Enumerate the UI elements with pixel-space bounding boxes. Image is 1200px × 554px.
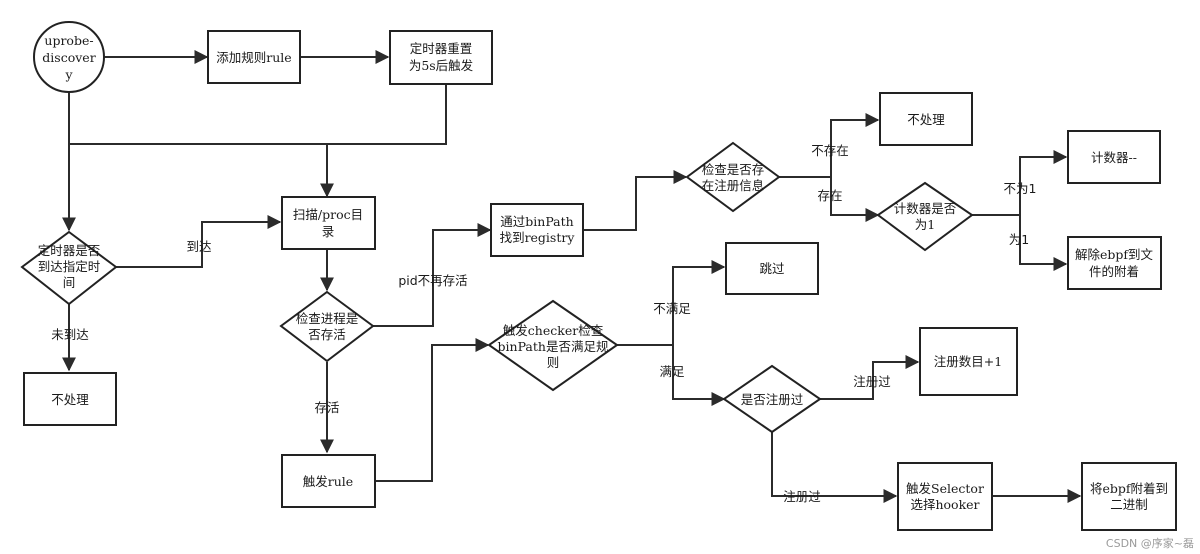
timer-check-line2: 到达指定时 bbox=[38, 259, 101, 274]
registered-q-label: 是否注册过 bbox=[741, 392, 804, 407]
label-not-one: 不为1 bbox=[1004, 181, 1037, 196]
add-rule-label: 添加规则rule bbox=[216, 50, 291, 65]
timer-check-node: 定时器是否 到达指定时 间 bbox=[20, 230, 118, 306]
counter-dec-label: 计数器-- bbox=[1091, 150, 1137, 165]
no-process-left-label: 不处理 bbox=[51, 392, 89, 407]
watermark: CSDN @序家~磊 bbox=[1106, 536, 1194, 550]
detach-line2: 件的附着 bbox=[1089, 264, 1139, 279]
check-process-line2: 否存活 bbox=[308, 327, 346, 342]
label-not-exist: 不存在 bbox=[811, 143, 849, 158]
label-not-satisfied: 不满足 bbox=[653, 301, 691, 316]
counter-check-line2: 为1 bbox=[915, 217, 935, 232]
checker-line3: 则 bbox=[547, 355, 560, 370]
find-registry-node: 通过binPath 找到registry bbox=[490, 203, 584, 257]
check-registered-line2: 在注册信息 bbox=[702, 178, 765, 193]
find-registry-line2: 找到registry bbox=[500, 230, 576, 245]
edges bbox=[62, 50, 1082, 503]
counter-dec-node: 计数器-- bbox=[1067, 130, 1161, 184]
start-node-line1: uprobe- bbox=[44, 33, 93, 48]
label-arrive: 到达 bbox=[186, 239, 212, 254]
timer-reset-line1: 定时器重置 bbox=[410, 41, 473, 56]
attach-node: 将ebpf附着到 二进制 bbox=[1081, 462, 1177, 531]
checker-node: 触发checker检查 binPath是否满足规 则 bbox=[487, 299, 619, 392]
trigger-rule-label: 触发rule bbox=[303, 474, 353, 489]
no-process-top-label: 不处理 bbox=[907, 112, 945, 127]
skip-label: 跳过 bbox=[759, 261, 785, 276]
selector-line2: 选择hooker bbox=[910, 497, 979, 512]
checker-line2: binPath是否满足规 bbox=[498, 339, 609, 354]
counter-check-node: 计数器是否 为1 bbox=[876, 181, 974, 252]
timer-check-line1: 定时器是否 bbox=[38, 243, 101, 258]
label-is-one: 为1 bbox=[1009, 232, 1029, 247]
check-registered-line1: 检查是否存 bbox=[702, 162, 765, 177]
skip-node: 跳过 bbox=[725, 242, 819, 295]
label-satisfied: 满足 bbox=[659, 364, 685, 379]
checker-line1: 触发checker检查 bbox=[503, 323, 604, 338]
start-node: uprobe- discover y bbox=[33, 21, 105, 93]
start-node-line3: y bbox=[64, 67, 73, 82]
scan-proc-line2: 录 bbox=[322, 224, 335, 239]
timer-reset-node: 定时器重置 为5s后触发 bbox=[389, 30, 493, 85]
reg-plus-node: 注册数目+1 bbox=[919, 327, 1018, 396]
label-alive: 存活 bbox=[314, 400, 339, 415]
find-registry-line1: 通过binPath bbox=[500, 214, 573, 229]
check-process-node: 检查进程是 否存活 bbox=[279, 290, 375, 363]
label-exist: 存在 bbox=[817, 188, 842, 203]
label-pid-dead: pid不再存活 bbox=[398, 273, 467, 288]
selector-node: 触发Selector 选择hooker bbox=[897, 462, 993, 531]
add-rule-node: 添加规则rule bbox=[207, 30, 301, 84]
no-process-top-node: 不处理 bbox=[879, 92, 973, 146]
label-registered-a: 注册过 bbox=[853, 374, 891, 389]
counter-check-line1: 计数器是否 bbox=[894, 201, 957, 216]
edge-labels: 到达 未到达 pid不再存活 存活 不存在 存在 不为1 为1 不满足 满足 注… bbox=[51, 143, 1036, 504]
no-process-left-node: 不处理 bbox=[23, 372, 117, 426]
attach-line2: 二进制 bbox=[1110, 497, 1148, 512]
registered-q-node: 是否注册过 bbox=[722, 364, 822, 434]
attach-line1: 将ebpf附着到 bbox=[1090, 481, 1168, 496]
selector-line1: 触发Selector bbox=[906, 481, 984, 496]
trigger-rule-node: 触发rule bbox=[281, 454, 376, 508]
detach-node: 解除ebpf到文 件的附着 bbox=[1067, 236, 1162, 290]
reg-plus-label: 注册数目+1 bbox=[934, 354, 1002, 369]
check-process-line1: 检查进程是 bbox=[296, 311, 359, 326]
label-not-arrive: 未到达 bbox=[51, 327, 89, 342]
scan-proc-line1: 扫描/proc目 bbox=[293, 207, 363, 222]
label-registered-b: 注册过 bbox=[783, 489, 821, 504]
detach-line1: 解除ebpf到文 bbox=[1075, 247, 1154, 262]
check-registered-node: 检查是否存 在注册信息 bbox=[685, 141, 781, 213]
timer-check-line3: 间 bbox=[63, 275, 76, 290]
start-node-line2: discover bbox=[42, 50, 95, 65]
scan-proc-node: 扫描/proc目 录 bbox=[281, 196, 376, 250]
timer-reset-line2: 为5s后触发 bbox=[409, 58, 474, 73]
